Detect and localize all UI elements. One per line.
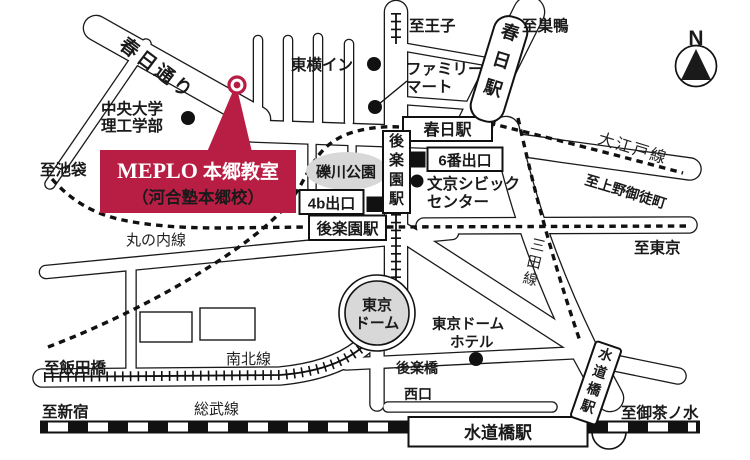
rekisen-park-area	[306, 152, 388, 190]
kasuga-station-label-box	[402, 116, 493, 142]
west-exit-label: 西口	[404, 386, 432, 402]
suidobashi-station-label: 水道橋駅	[464, 423, 533, 443]
korakuen-station-label: 後楽園駅	[316, 219, 379, 238]
exit-4b-box	[298, 189, 365, 215]
tokyo-dome-label-1: 東京	[362, 296, 392, 314]
kasuga-station-building: 春日駅	[469, 15, 529, 123]
to-oji-label: 至王子	[409, 17, 456, 35]
compass-n-label: N	[688, 27, 703, 50]
meplo-marker-center	[233, 81, 241, 89]
family-mart-label-2: マート	[406, 79, 453, 96]
dome-hotel-label-1: 東京ドーム	[432, 315, 504, 333]
chuo-univ-dot	[181, 111, 195, 125]
chuo-univ-label-2: 理工学部	[101, 116, 164, 135]
exit-4b-marker	[366, 196, 384, 212]
dome-hotel-label-2: ホテル	[450, 334, 494, 351]
meplo-name: 本郷教室	[203, 160, 279, 183]
exit-4b-label: 4b出口	[308, 195, 356, 213]
to-sugamo-label: 至巣鴨	[522, 16, 569, 35]
kasuga-station-label: 春日駅	[422, 120, 472, 139]
suidobashi-station-vertical-label: 水道橋駅	[579, 345, 616, 417]
meplo-brand: MEPLO	[117, 158, 198, 183]
line-mita	[516, 117, 582, 342]
to-ueno-okachimachi-label: 至上野御徒町	[583, 172, 668, 212]
exit-6-marker	[409, 151, 426, 168]
tokyo-dome-label-2: ドーム	[355, 315, 400, 332]
to-tokyo-label: 至東京	[634, 238, 681, 257]
to-iidabashi-label: 至飯田橋	[44, 358, 107, 377]
toyoko-inn-label: 東横イン	[291, 55, 353, 74]
exit-6-box	[426, 146, 504, 172]
bunkyo-civic-label-1: 文京シビック	[427, 174, 520, 193]
compass-north-icon: N	[674, 27, 718, 88]
mita-line-label: 三田線	[521, 237, 547, 290]
suidobashi-station-building: 水道橋駅	[570, 340, 622, 426]
family-mart-label-1: ファミリー	[406, 61, 484, 78]
city-block	[199, 307, 256, 341]
meplo-label-box	[100, 150, 296, 213]
korakuen-station-vertical-label: 後楽園駅	[388, 132, 405, 208]
dome-hotel-dot	[469, 352, 483, 366]
underpass-arch	[591, 431, 627, 450]
city-block	[139, 311, 193, 343]
suidobashi-station-label-box	[407, 416, 589, 448]
line-marunouchi	[50, 177, 687, 230]
meplo-subtitle: （河合塾本郷校）	[132, 187, 264, 207]
korakuen-station-building	[382, 130, 411, 214]
bunkyo-civic-dot	[410, 174, 424, 188]
exit-6-label: 6番出口	[438, 152, 491, 170]
family-mart-pointer	[378, 80, 408, 105]
to-ikebukuro-label: 至池袋	[40, 160, 87, 179]
korakubashi-label: 後楽橋	[396, 360, 439, 376]
to-shinjuku-label: 至新宿	[42, 402, 89, 421]
namboku-line-label: 南北線	[226, 351, 271, 368]
to-ueno-label-group: 至上野御徒町	[583, 172, 668, 212]
bunkyo-civic-label-2: センター	[427, 193, 489, 211]
family-mart-dot	[368, 100, 382, 114]
sobu-line-label: 総武線	[194, 401, 239, 418]
marunouchi-line-label: 丸の内線	[126, 232, 186, 249]
chuo-univ-label-1: 中央大学	[101, 99, 163, 118]
toyoko-inn-dot	[367, 57, 381, 71]
rekisen-park-label: 礫川公園	[316, 163, 376, 181]
tokyo-dome: 東京 ドーム	[338, 274, 416, 352]
mita-line-label-group: 三田線	[521, 237, 547, 290]
to-ochanomizu-label: 至御茶ノ水	[621, 403, 699, 422]
korakuen-station-label-box	[308, 214, 387, 241]
meplo-pointer	[207, 84, 252, 152]
line-oedo	[47, 121, 684, 349]
